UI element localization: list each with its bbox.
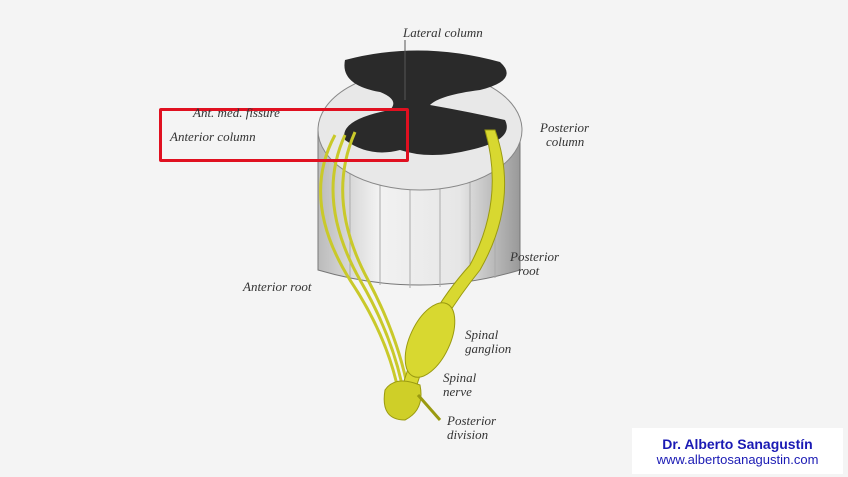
label-line: Posterior (540, 120, 590, 135)
label-line: nerve (443, 384, 472, 399)
label-line: Spinal (443, 370, 477, 385)
label-anterior-column: Anterior column (170, 129, 256, 144)
label-line: root (518, 263, 540, 278)
label-line: Posterior (510, 249, 560, 264)
highlight-rectangle (159, 108, 409, 162)
anterior-root (319, 131, 412, 401)
spinal-nerve (383, 380, 422, 421)
label-line: ganglion (465, 341, 512, 356)
spinal-ganglion (404, 302, 456, 378)
watermark-url: www.albertosanagustin.com (656, 452, 819, 467)
label-ant-med-fissure: Ant. med. fissure (193, 105, 280, 120)
watermark: Dr. Alberto Sanagustín www.albertosanagu… (632, 428, 843, 474)
label-anterior-root: Anterior root (243, 279, 312, 294)
label-line: column (546, 134, 585, 149)
label-line: division (447, 427, 489, 442)
label-line: Spinal (465, 327, 499, 342)
label-line: Posterior (447, 413, 497, 428)
label-lateral-column: Lateral column (403, 25, 483, 40)
watermark-name: Dr. Alberto Sanagustín (662, 436, 813, 452)
gray-matter (344, 50, 507, 155)
